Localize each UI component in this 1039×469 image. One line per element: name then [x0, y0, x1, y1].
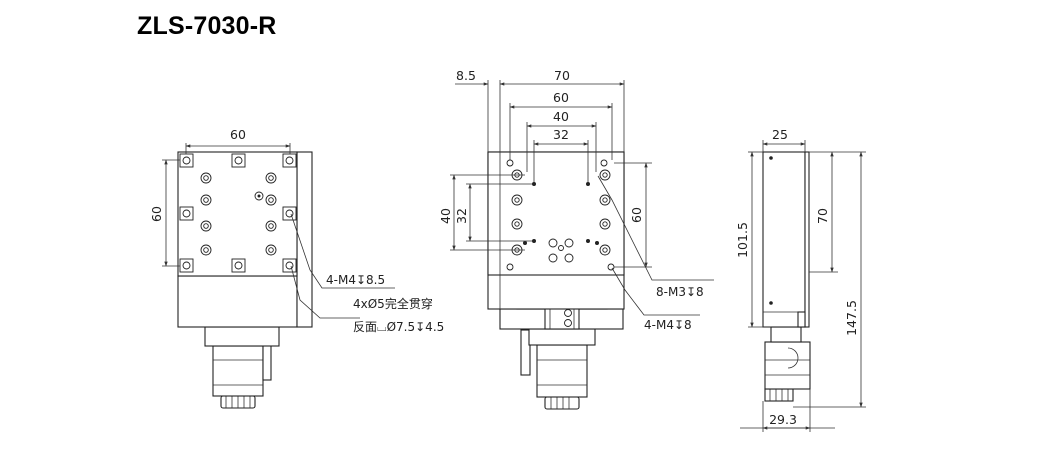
side-dim-70: 70 — [815, 208, 830, 224]
top-dim-right-60: 60 — [629, 207, 644, 223]
side-dim-25: 25 — [772, 127, 788, 142]
front-callout-2: 4xØ5完全贯穿 — [353, 296, 433, 311]
top-dim-left-40: 40 — [438, 208, 453, 224]
front-view: 60 60 4-M4↧8.5 4xØ5完全贯穿 反面⌴Ø7.5↧4.5 — [149, 127, 444, 409]
side-dim-101-5: 101.5 — [735, 222, 750, 258]
front-dim-width: 60 — [230, 127, 246, 142]
top-dim-60: 60 — [553, 90, 569, 105]
drawing-title: ZLS-7030-R — [137, 12, 277, 40]
side-dim-29-3: 29.3 — [769, 412, 797, 427]
top-dim-70: 70 — [554, 68, 570, 83]
top-holes — [506, 159, 615, 271]
top-dim-offset: 8.5 — [456, 68, 476, 83]
top-dim-40: 40 — [553, 109, 569, 124]
side-view: 25 101.5 70 147.5 29.3 — [735, 127, 866, 432]
front-callout-1: 4-M4↧8.5 — [326, 273, 385, 287]
top-dim-32: 32 — [553, 127, 569, 142]
corner-holes — [179, 153, 297, 273]
top-callout-m3: 8-M3↧8 — [656, 285, 704, 299]
front-dim-height: 60 — [149, 206, 164, 222]
top-view: 8.5 70 60 40 32 40 32 60 8-M3↧8 4-M4↧8 — [438, 68, 714, 410]
top-dim-left-32: 32 — [454, 208, 469, 224]
front-callout-3: 反面⌴Ø7.5↧4.5 — [353, 320, 444, 334]
side-dim-147-5: 147.5 — [844, 300, 859, 336]
top-callout-m4: 4-M4↧8 — [644, 318, 692, 332]
counterbore-holes — [200, 172, 277, 256]
